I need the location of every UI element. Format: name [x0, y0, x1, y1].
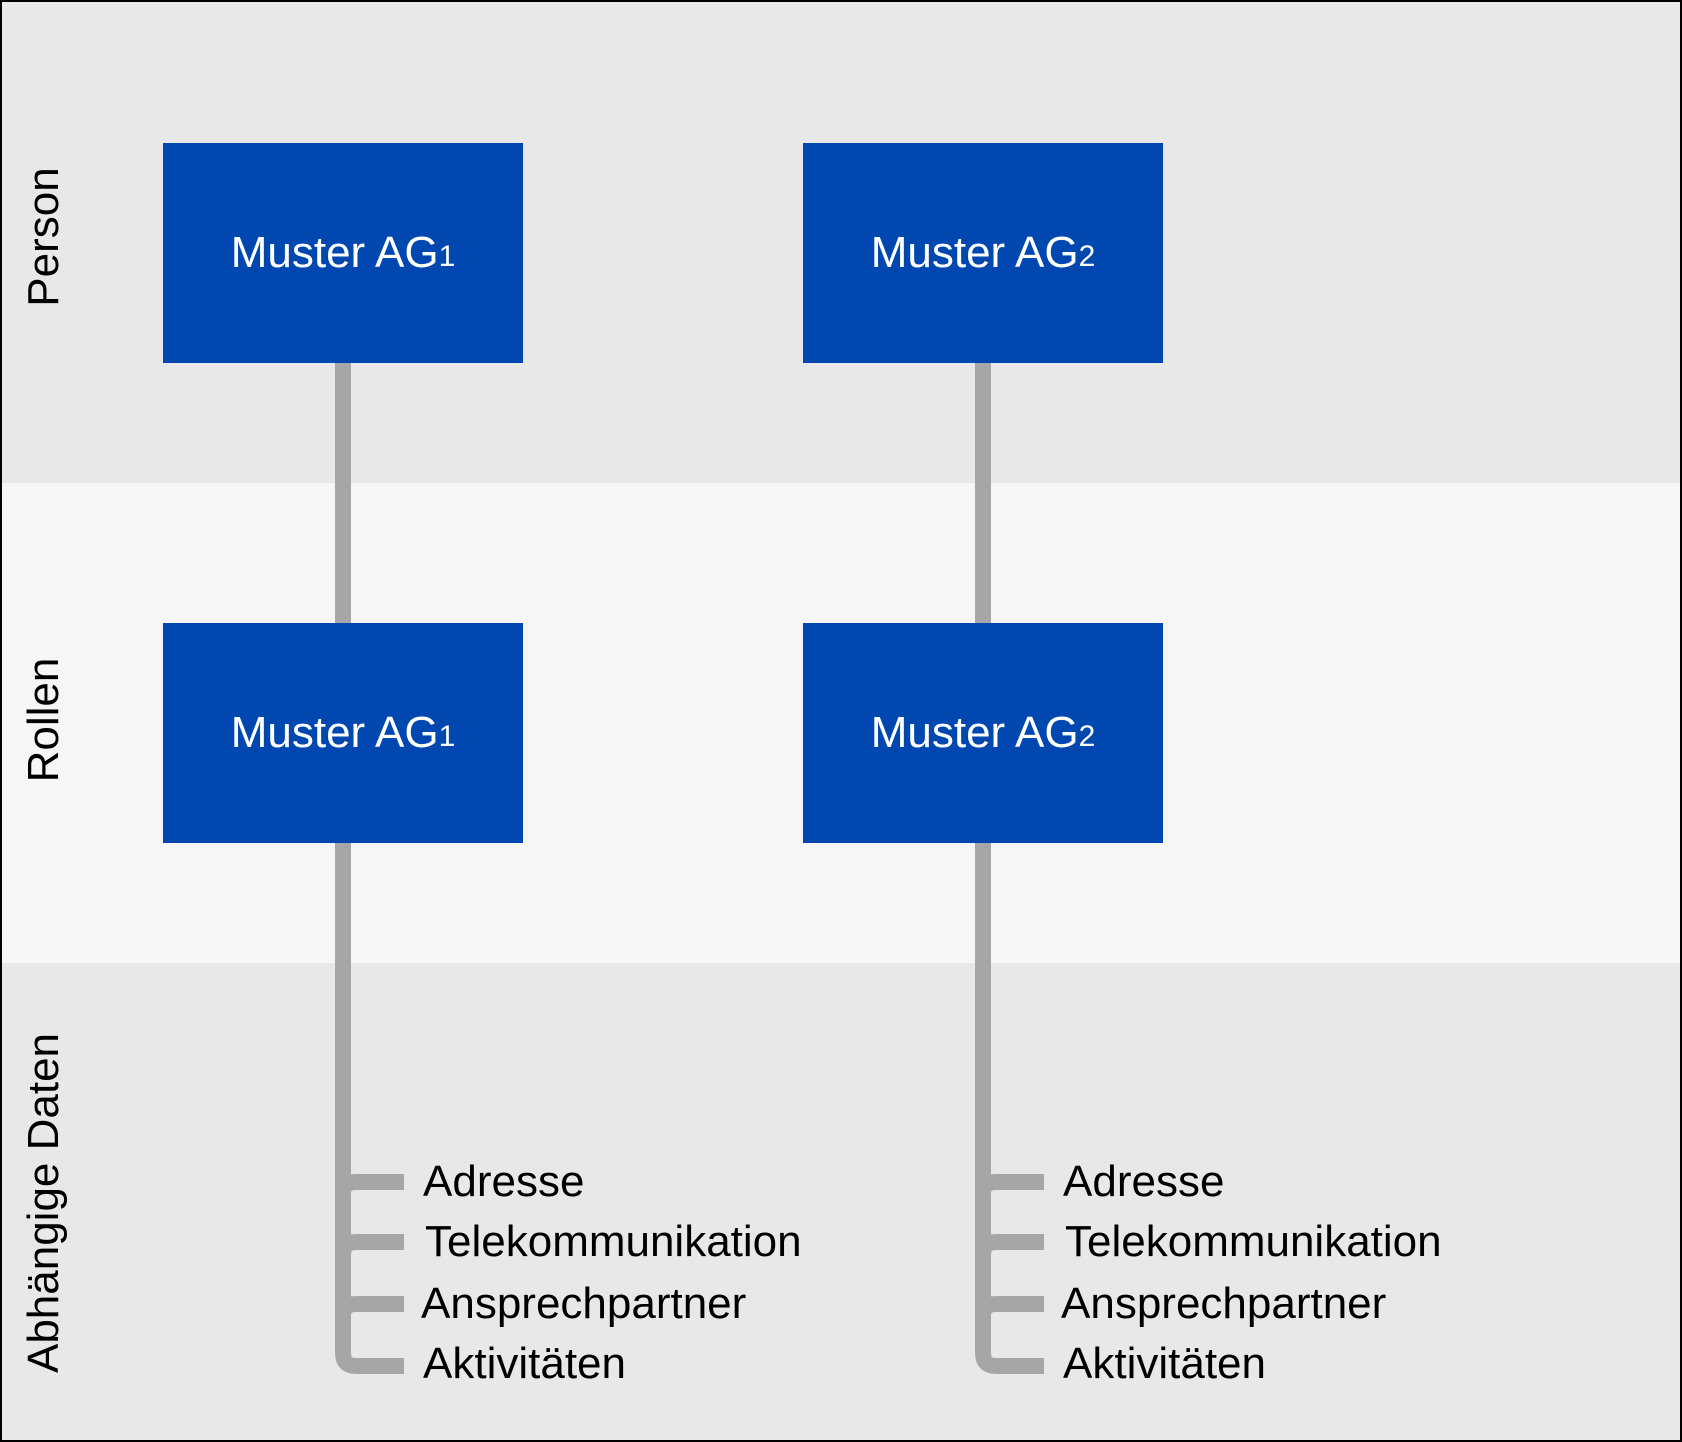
band-label-rollen: Rollen	[19, 657, 68, 783]
band-abhaengige-daten: Abhängige Daten	[2, 963, 1680, 1440]
dependent-item-2-adresse: Adresse	[1063, 1157, 1225, 1206]
person-node-1-label: Muster AG	[230, 228, 439, 277]
band-label-abhaengige-daten: Abhängige Daten	[19, 1032, 68, 1374]
connector-person-role-1	[335, 362, 351, 624]
band-label-person: Person	[19, 167, 68, 307]
dependent-item-2-aktivitaeten: Aktivitäten	[1063, 1339, 1266, 1388]
dependency-tree-2	[975, 841, 1044, 1374]
role-node-1-subscript: 1	[438, 720, 456, 753]
role-node-2-subscript: 2	[1078, 720, 1096, 753]
role-node-2-label: Muster AG	[870, 708, 1079, 757]
dependent-item-2-telekommunikation: Telekommunikation	[1065, 1217, 1442, 1266]
dependent-item-2-ansprechpartner: Ansprechpartner	[1061, 1279, 1387, 1328]
role-node-1-label: Muster AG	[230, 708, 439, 757]
connector-person-role-2	[975, 362, 991, 624]
person-node-1-subscript: 1	[438, 240, 456, 273]
dependency-tree-lines-1	[335, 841, 404, 1374]
dependent-item-1-ansprechpartner: Ansprechpartner	[421, 1279, 747, 1328]
dependent-item-1-adresse: Adresse	[423, 1157, 585, 1206]
dependent-item-1-aktivitaeten: Aktivitäten	[423, 1339, 626, 1388]
person-node-2-subscript: 2	[1078, 240, 1096, 273]
dependent-item-1-telekommunikation: Telekommunikation	[425, 1217, 802, 1266]
person-node-2-label: Muster AG	[870, 228, 1079, 277]
dependency-tree-lines-2	[975, 841, 1044, 1374]
dependency-tree-1	[335, 841, 404, 1374]
